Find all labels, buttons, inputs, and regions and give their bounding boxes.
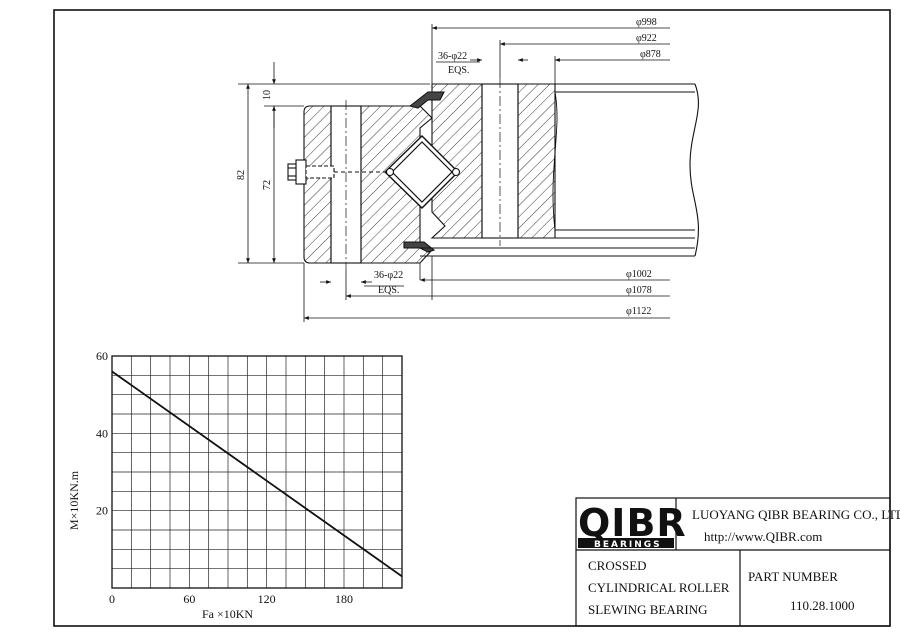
product-line-1: CROSSED [588, 558, 647, 573]
x-tick-label: 0 [109, 592, 115, 606]
dim-holes-top: 36-φ22 [438, 51, 467, 62]
load-curve [111, 370, 403, 578]
inner-ring-bolt-hole [481, 83, 519, 239]
title-block [575, 497, 891, 627]
company-logo: QIBR BEARINGS [578, 501, 687, 550]
seal-bottom [403, 241, 436, 253]
part-number-value: 110.28.1000 [790, 598, 855, 613]
company-website: http://www.QIBR.com [704, 529, 822, 544]
x-tick-label: 180 [335, 592, 353, 606]
dim-998: φ998 [636, 17, 657, 28]
chart-grid [112, 356, 402, 588]
x-axis-label: Fa ×10KN [202, 607, 253, 621]
x-tick-labels: 0 60 120 180 [109, 592, 353, 606]
chart-frame [111, 355, 403, 589]
company-name: LUOYANG QIBR BEARING CO., LTD [692, 507, 900, 522]
break-line [689, 83, 699, 257]
dim-878: φ878 [640, 49, 661, 60]
part-number-label: PART NUMBER [748, 569, 838, 584]
y-tick-label: 20 [96, 504, 108, 518]
dim-eqs-top: EQS. [448, 65, 469, 76]
dim-height-10: 10 [262, 90, 273, 100]
dim-height-82: 82 [236, 170, 247, 180]
product-line-3: SLEWING BEARING [588, 602, 708, 617]
bearing-section [287, 78, 699, 270]
dim-1002: φ1002 [626, 269, 652, 280]
dimensions [238, 24, 670, 322]
dim-922: φ922 [636, 33, 657, 44]
y-axis-label: M×10KN.m [67, 470, 81, 530]
load-chart: 0 60 120 180 20 40 60 M×10KN.m Fa ×10KN [67, 349, 403, 621]
y-tick-labels: 20 40 60 [96, 349, 108, 518]
y-tick-label: 60 [96, 349, 108, 363]
grease-nipple [287, 159, 390, 185]
dim-1122: φ1122 [626, 306, 651, 317]
y-tick-label: 40 [96, 426, 108, 440]
dim-holes-bottom: 36-φ22 [374, 270, 403, 281]
x-tick-label: 60 [183, 592, 195, 606]
sheet-border [53, 9, 891, 627]
dimension-labels: φ998 φ922 φ878 36-φ22 EQS. 36-φ22 EQS. φ… [236, 17, 661, 317]
product-line-2: CYLINDRICAL ROLLER [588, 580, 730, 595]
seal-top [408, 91, 445, 109]
logo-text: QIBR [578, 501, 687, 545]
dim-1078: φ1078 [626, 285, 652, 296]
x-tick-label: 120 [258, 592, 276, 606]
dim-eqs-bottom: EQS. [378, 285, 399, 296]
logo-subtext: BEARINGS [594, 540, 662, 550]
dim-height-72: 72 [262, 180, 273, 190]
